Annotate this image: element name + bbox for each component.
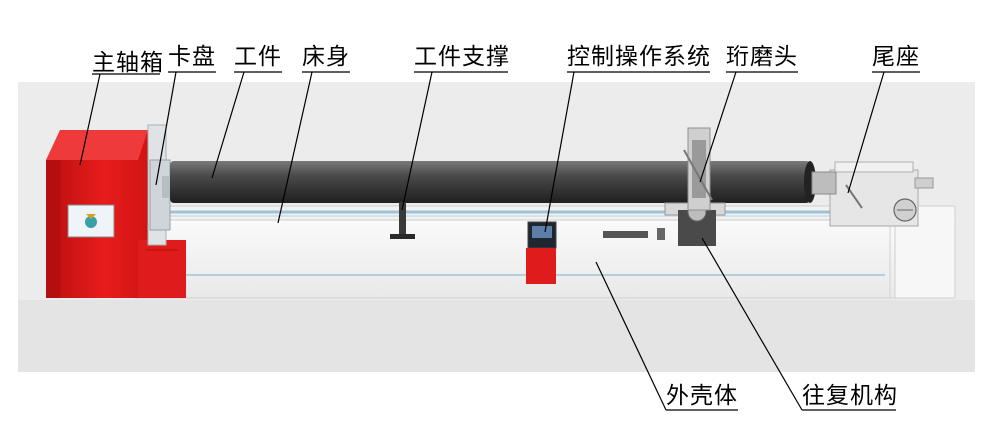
leader-spindle-box bbox=[79, 73, 101, 166]
label-chuck: 卡盘 bbox=[168, 44, 216, 70]
leader-control-system bbox=[544, 71, 575, 233]
label-reciprocating-mechanism: 往复机构 bbox=[802, 383, 898, 409]
scene-floor bbox=[18, 300, 975, 372]
tailstock-base bbox=[894, 205, 956, 299]
control-panel-display bbox=[532, 226, 552, 238]
honing-head-brace bbox=[683, 149, 713, 201]
leader-tailstock bbox=[847, 71, 885, 194]
label-workpiece: 工件 bbox=[234, 44, 282, 70]
label-spindle-box: 主轴箱 bbox=[92, 50, 164, 76]
leader-reciprocating-mechanism bbox=[701, 237, 803, 411]
label-bed: 床身 bbox=[302, 44, 350, 70]
workpiece-support-foot bbox=[390, 234, 415, 239]
label-workpiece-support: 工件支撑 bbox=[414, 44, 510, 70]
bed-clamp-knob bbox=[657, 228, 665, 240]
bed-clamp bbox=[603, 231, 648, 238]
leader-housing bbox=[595, 261, 667, 411]
spindle-panel-arrow-icon bbox=[86, 214, 96, 219]
workpiece-support-post bbox=[399, 202, 406, 236]
leader-bed bbox=[277, 71, 313, 224]
leader-chuck bbox=[155, 71, 177, 186]
spindle-panel-dial-icon bbox=[85, 216, 97, 228]
workpiece-pipe bbox=[170, 161, 810, 203]
tailstock-top bbox=[834, 161, 914, 173]
spindle-box-top bbox=[46, 130, 148, 160]
tailstock-quill bbox=[811, 171, 837, 195]
label-control-system: 控制操作系统 bbox=[567, 44, 711, 70]
label-tailstock: 尾座 bbox=[872, 44, 920, 70]
spindle-box-side bbox=[46, 160, 64, 298]
leader-workpiece bbox=[211, 71, 245, 179]
control-panel-stand bbox=[526, 248, 556, 284]
label-honing-head: 珩磨头 bbox=[726, 44, 798, 70]
leader-honing-head bbox=[699, 71, 737, 183]
label-housing: 外壳体 bbox=[666, 383, 738, 409]
leader-workpiece-support bbox=[401, 71, 433, 211]
spindle-box-lower bbox=[138, 240, 186, 298]
tailstock-spindle bbox=[914, 177, 934, 189]
